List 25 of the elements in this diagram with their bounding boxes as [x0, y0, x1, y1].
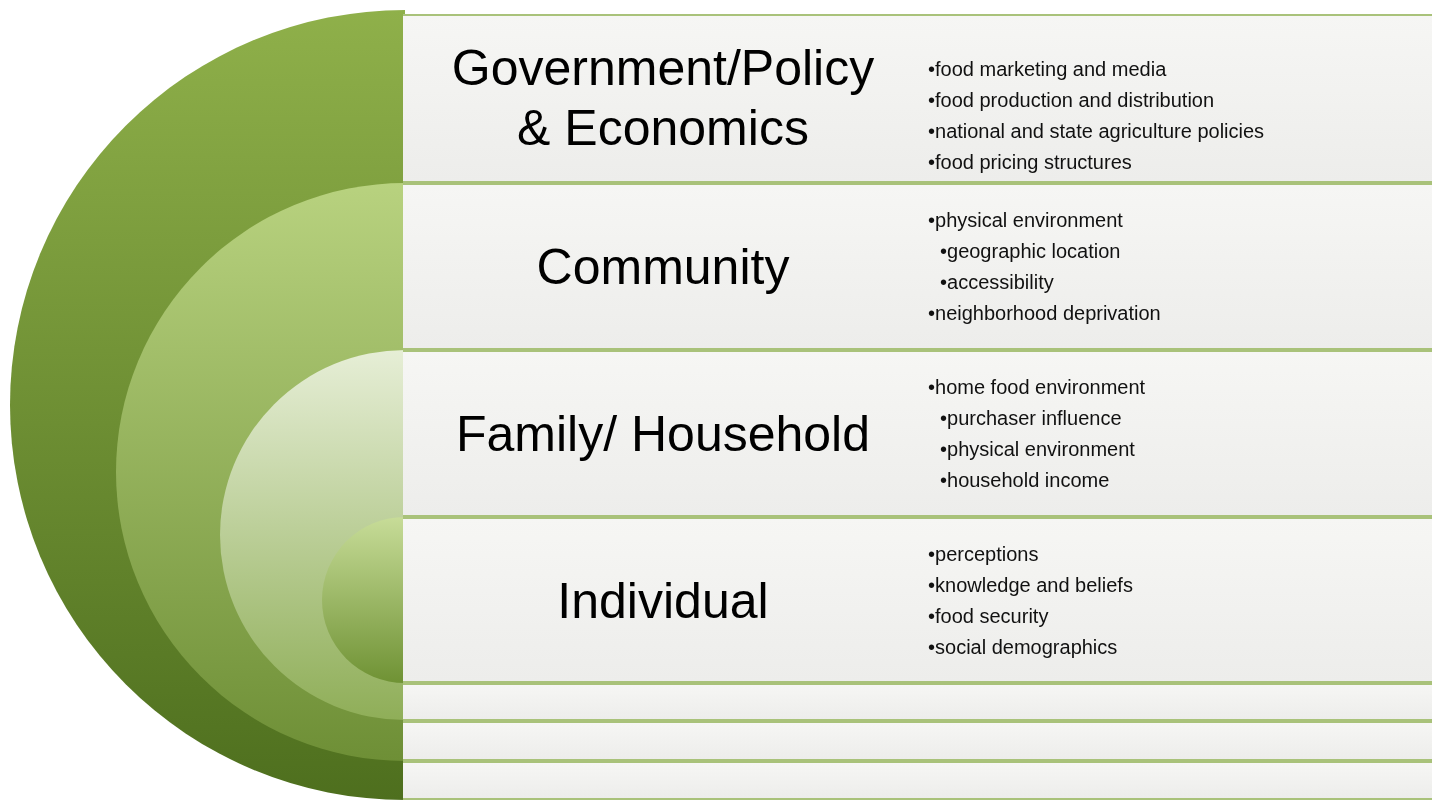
- bullet-item: •physical environment: [940, 437, 1136, 462]
- level-heading: Individual: [556, 572, 770, 631]
- bullet-item: •accessibility: [940, 270, 1055, 295]
- bullet-item: •national and state agriculture policies: [928, 119, 1265, 144]
- bullet-item: •home food environment: [928, 375, 1146, 400]
- bullet-item: •food production and distribution: [928, 88, 1216, 113]
- level-heading: Family/ Household: [454, 405, 872, 464]
- bullet-item: •knowledge and beliefs: [928, 573, 1133, 598]
- empty-band: [403, 721, 1432, 761]
- empty-band: [403, 761, 1432, 800]
- level-heading: Government/Policy & Economics: [450, 39, 876, 158]
- bullet-item: •food security: [928, 604, 1050, 629]
- bullet-item: •food pricing structures: [928, 150, 1133, 175]
- bullet-item: •food marketing and media: [928, 57, 1168, 82]
- bullet-item: •geographic location: [940, 239, 1122, 264]
- level-band: [403, 183, 1432, 350]
- level-band: [403, 14, 1432, 183]
- bullet-item: •household income: [940, 468, 1111, 493]
- bullet-item: •physical environment: [928, 208, 1124, 233]
- level-heading: Community: [535, 238, 791, 297]
- bullet-item: •purchaser influence: [940, 406, 1123, 431]
- empty-band: [403, 683, 1432, 721]
- bullet-item: •perceptions: [928, 542, 1040, 567]
- bullet-item: •neighborhood deprivation: [928, 301, 1161, 326]
- bullet-item: •social demographics: [928, 635, 1119, 660]
